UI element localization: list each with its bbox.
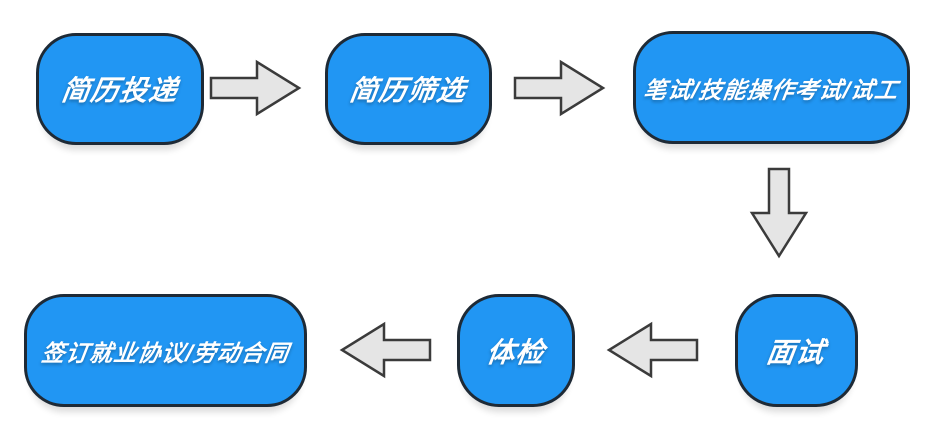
flow-node-label: 体检 — [484, 336, 547, 368]
flow-node-resume-screening: 简历筛选 — [325, 33, 492, 145]
flow-node-interview: 面试 — [735, 294, 858, 407]
flow-node-label: 简历投递 — [59, 75, 180, 106]
flow-node-label: 简历筛选 — [348, 75, 469, 106]
arrow-right-icon — [513, 58, 607, 118]
flow-node-label: 笔试/技能操作考试/试工 — [642, 76, 901, 103]
flow-node-label: 签订就业协议/劳动合同 — [39, 339, 291, 366]
arrow-down-icon — [749, 167, 809, 259]
flow-node-physical-exam: 体检 — [457, 294, 575, 407]
arrow-left-icon — [337, 320, 432, 380]
flow-node-resume-submission: 简历投递 — [36, 33, 204, 145]
flow-node-written-test: 笔试/技能操作考试/试工 — [633, 31, 910, 144]
arrow-left-icon — [604, 320, 699, 380]
flow-node-sign-contract: 签订就业协议/劳动合同 — [24, 294, 307, 407]
flow-node-label: 面试 — [765, 336, 828, 368]
arrow-right-icon — [209, 58, 303, 118]
